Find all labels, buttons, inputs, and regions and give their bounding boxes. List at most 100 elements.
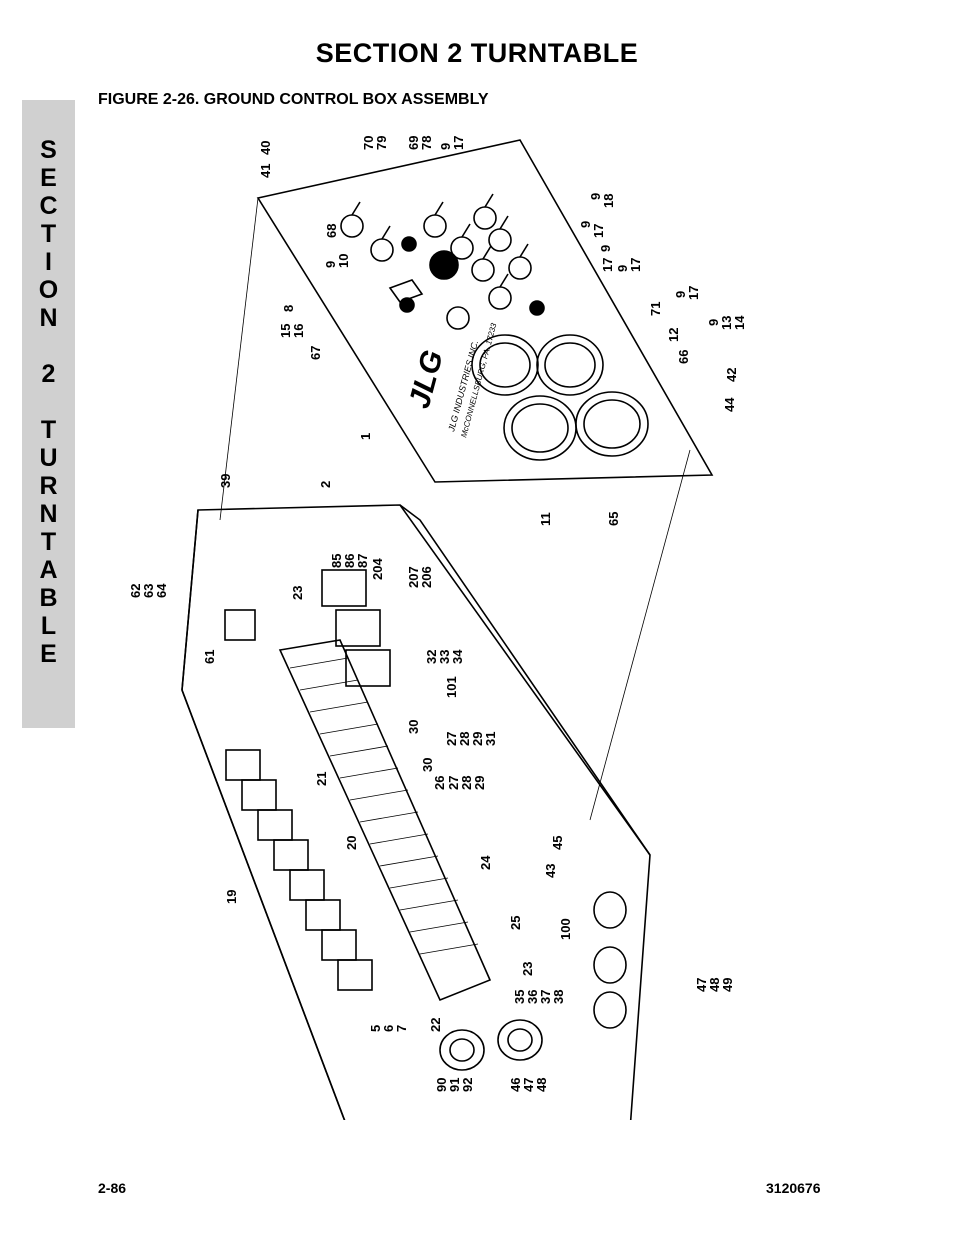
callout: 2: [318, 481, 333, 488]
callout: 30: [406, 720, 421, 734]
callout: 204: [370, 558, 385, 580]
callout: 30: [420, 758, 435, 772]
toggle-switches: [340, 193, 532, 330]
callout: 33: [437, 650, 452, 664]
callout: 22: [428, 1018, 443, 1032]
callout: 17: [451, 136, 466, 150]
callout: 20: [344, 836, 359, 850]
callout: 14: [732, 315, 747, 330]
callout: 27: [446, 776, 461, 790]
callout: 66: [676, 350, 691, 364]
callout: 78: [419, 136, 434, 150]
callout: 23: [290, 586, 305, 600]
callout: 71: [648, 302, 663, 316]
callout: 39: [218, 474, 233, 488]
callout: 12: [666, 328, 681, 342]
callout: 44: [722, 397, 737, 412]
callout: 27: [444, 732, 459, 746]
callout: 31: [483, 732, 498, 746]
callout: 40: [258, 141, 273, 155]
callout: 9: [615, 265, 630, 272]
callout: 43: [543, 864, 558, 878]
callout: 9: [323, 261, 338, 268]
callout: 9: [598, 245, 613, 252]
callout: 48: [707, 978, 722, 992]
callout: 8: [281, 305, 296, 312]
callout: 9: [706, 319, 721, 326]
side-tab-letter: T: [40, 416, 57, 444]
side-tab-letter: A: [39, 556, 58, 584]
callout: 9: [438, 143, 453, 150]
callout: 63: [141, 584, 156, 598]
callout: 9: [578, 221, 593, 228]
side-tab-letter: 2: [41, 360, 56, 388]
ground-control-box-diagram: 40 41 70 79 69 78 9 17 9 18 68 9 17 9 10…: [128, 136, 747, 1120]
side-tab-letter: R: [39, 472, 58, 500]
callout: 35: [512, 990, 527, 1004]
callout: 17: [686, 286, 701, 300]
side-tab-letter: B: [39, 584, 58, 612]
callout: 17: [628, 258, 643, 272]
callout: 17: [591, 224, 606, 238]
callout: 6: [381, 1025, 396, 1032]
callout: 68: [324, 224, 339, 238]
callout: 28: [457, 732, 472, 746]
side-tab-letter: E: [40, 640, 57, 668]
callout: 47: [521, 1078, 536, 1092]
callout: 87: [355, 554, 370, 568]
callout: 70: [361, 136, 376, 150]
callout: 36: [525, 990, 540, 1004]
callout: 21: [314, 772, 329, 786]
callout: 48: [534, 1078, 549, 1092]
callout: 15: [278, 324, 293, 338]
control-panel-plate: [256, 139, 714, 483]
callout: 10: [336, 254, 351, 268]
emergency-stop-knob: [429, 250, 459, 280]
key-switch: [388, 279, 424, 303]
callout: 85: [329, 554, 344, 568]
callout: 9: [673, 291, 688, 298]
gauges: [471, 334, 649, 461]
side-tab-letter: O: [38, 276, 59, 304]
cable-connectors: [439, 891, 627, 1071]
callout: 92: [460, 1078, 475, 1092]
callout: 13: [719, 316, 734, 330]
callout: 37: [538, 990, 553, 1004]
indicator-light: [399, 297, 415, 313]
callout: 5: [368, 1025, 383, 1032]
relay: [345, 649, 391, 687]
callout: 86: [342, 554, 357, 568]
callout: 26: [432, 776, 447, 790]
indicator-light: [401, 236, 417, 252]
callout: 24: [478, 855, 493, 870]
callout: 42: [724, 368, 739, 382]
callout: 79: [374, 136, 389, 150]
side-tab-letter: T: [40, 528, 57, 556]
callout: 61: [202, 650, 217, 664]
side-tab-letter: N: [39, 304, 58, 332]
side-tab-letter: S: [40, 136, 57, 164]
callout: 62: [128, 584, 143, 598]
callout: 90: [434, 1078, 449, 1092]
side-tab-letter: N: [39, 500, 58, 528]
indicator-light: [529, 300, 545, 316]
side-tab-letter: U: [39, 444, 58, 472]
callout: 16: [291, 324, 306, 338]
document-number: 3120676: [766, 1180, 821, 1196]
callout: 38: [551, 990, 566, 1004]
callout: 100: [558, 918, 573, 940]
side-tab-letter: E: [40, 164, 57, 192]
callout: 32: [424, 650, 439, 664]
callout: 25: [508, 916, 523, 930]
callout: 11: [538, 512, 553, 526]
relay-module: [224, 609, 256, 641]
page-number: 2-86: [98, 1180, 127, 1196]
callout: 64: [154, 583, 169, 598]
callout: 29: [472, 776, 487, 790]
relay: [335, 609, 381, 647]
callout: 45: [550, 836, 565, 850]
callout: 49: [720, 978, 735, 992]
section-title: SECTION 2 TURNTABLE: [315, 38, 639, 68]
callout: 7: [394, 1025, 409, 1032]
callout: 9: [588, 193, 603, 200]
